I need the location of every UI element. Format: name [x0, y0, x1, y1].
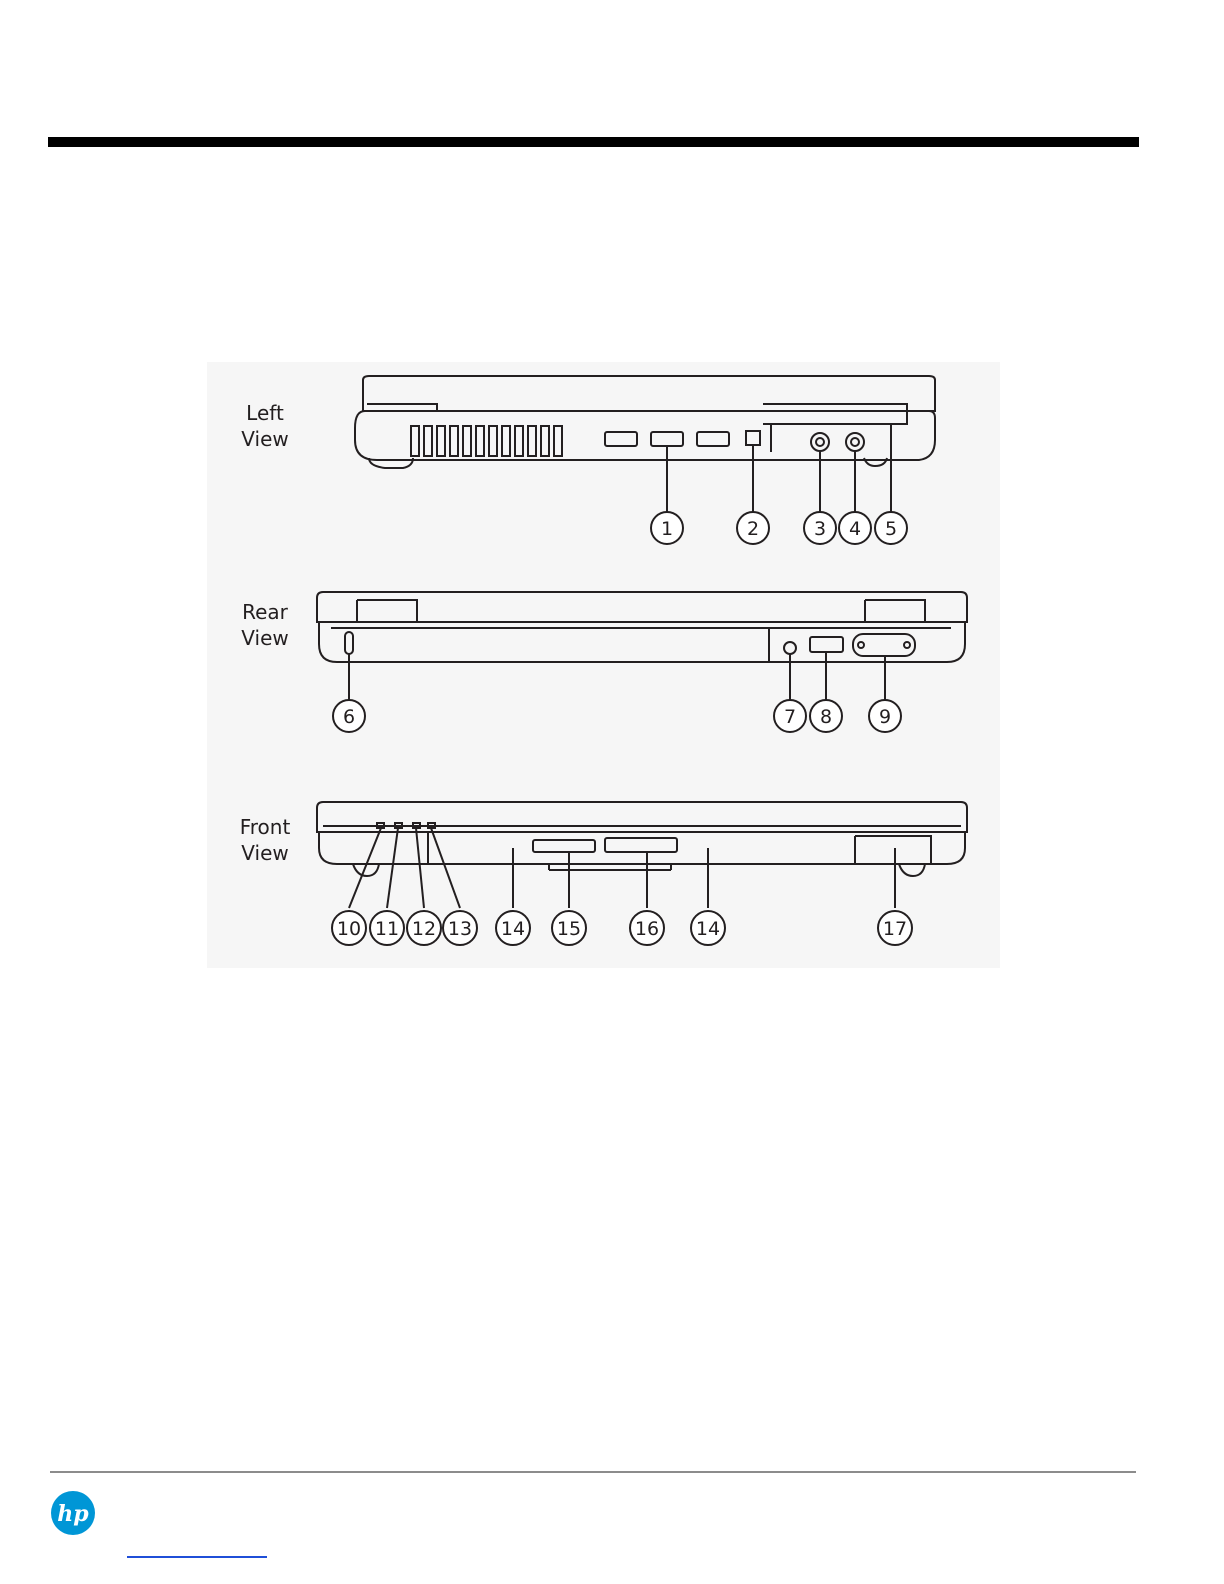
left-view-drawing: 1 2 3 4 5	[207, 362, 1000, 552]
callout-16-text: 16	[635, 918, 659, 940]
laptop-lid	[363, 376, 935, 411]
callout-13-text: 13	[448, 918, 472, 940]
callout-10: 10	[332, 911, 366, 945]
callout-11-text: 11	[375, 918, 399, 940]
power-jack	[784, 642, 796, 654]
callout-6: 6	[333, 700, 365, 732]
headphone-jack	[811, 433, 829, 451]
security-slot	[345, 632, 353, 654]
callout-16: 16	[630, 911, 664, 945]
callout-5: 5	[875, 512, 907, 544]
callout-13: 13	[443, 911, 477, 945]
front-view-drawing: 10 11 12 13 14 15 16 14 17	[207, 792, 1000, 968]
callout-14b-text: 14	[696, 918, 720, 940]
expresscard-slot	[605, 838, 677, 852]
usb-ports	[605, 432, 729, 446]
header-rule	[48, 137, 1139, 147]
callout-12: 12	[407, 911, 441, 945]
front-view: Front View	[207, 792, 1000, 968]
callout-1-text: 1	[661, 518, 673, 540]
callout-4: 4	[839, 512, 871, 544]
callout-14a-text: 14	[501, 918, 525, 940]
footer-link-underline[interactable]	[127, 1556, 267, 1558]
callout-12-text: 12	[412, 918, 436, 940]
callout-8: 8	[810, 700, 842, 732]
callout-17-text: 17	[883, 918, 907, 940]
callout-8-text: 8	[820, 706, 832, 728]
callout-14a: 14	[496, 911, 530, 945]
footer-rule	[50, 1471, 1136, 1473]
callout-4-text: 4	[849, 518, 861, 540]
callout-6-text: 6	[343, 706, 355, 728]
svg-text:hp: hp	[57, 1501, 89, 1527]
firewire-port	[746, 431, 760, 445]
callout-5-text: 5	[885, 518, 897, 540]
callout-9: 9	[869, 700, 901, 732]
callout-10-text: 10	[337, 918, 361, 940]
callout-2-text: 2	[747, 518, 759, 540]
vent-grille	[411, 426, 562, 456]
front-view-callouts: 10 11 12 13 14 15 16 14 17	[332, 911, 912, 945]
microphone-jack	[846, 433, 864, 451]
rear-view: Rear View	[207, 582, 1000, 752]
hp-logo-icon: hp	[50, 1490, 96, 1536]
laptop-views-diagram: Left View	[207, 362, 1000, 968]
vga-port	[853, 634, 915, 656]
usb-port	[810, 637, 843, 652]
callout-14b: 14	[691, 911, 725, 945]
media-card-slot	[533, 840, 595, 852]
callout-1: 1	[651, 512, 683, 544]
laptop-lid	[317, 592, 967, 622]
left-view: Left View	[207, 362, 1000, 552]
callout-3-text: 3	[814, 518, 826, 540]
callout-7: 7	[774, 700, 806, 732]
rear-view-drawing: 6 7 8 9	[207, 582, 1000, 752]
callout-15-text: 15	[557, 918, 581, 940]
rear-view-callouts: 6 7 8 9	[333, 700, 901, 732]
callout-17: 17	[878, 911, 912, 945]
callout-3: 3	[804, 512, 836, 544]
callout-2: 2	[737, 512, 769, 544]
callout-7-text: 7	[784, 706, 796, 728]
callout-9-text: 9	[879, 706, 891, 728]
callout-15: 15	[552, 911, 586, 945]
callout-11: 11	[370, 911, 404, 945]
left-view-callouts: 1 2 3 4 5	[651, 512, 907, 544]
